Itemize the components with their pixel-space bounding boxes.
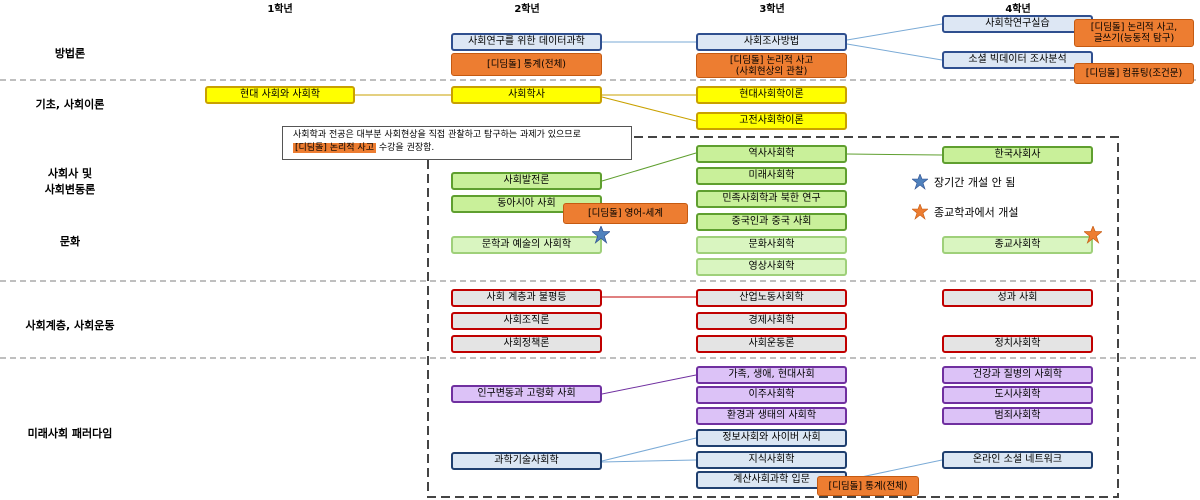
note-line-2: [디딤돌] 논리적 사고 수강을 권장함. (293, 142, 621, 155)
blue-star-icon (592, 226, 610, 244)
course-sociology-history[interactable]: 사회학사 (451, 86, 602, 104)
course-online-network[interactable]: 온라인 소셜 네트워크 (942, 451, 1093, 469)
category-theory: 기초, 사회이론 (35, 98, 105, 111)
course-policy[interactable]: 사회정책론 (451, 335, 602, 353)
course-visual[interactable]: 영상사회학 (696, 258, 847, 276)
course-urban[interactable]: 도시사회학 (942, 386, 1093, 404)
blue-star-icon (912, 174, 928, 190)
category-history: 사회사 및 사회변동론 (44, 167, 96, 196)
course-migration[interactable]: 이주사회학 (696, 386, 847, 404)
course-family[interactable]: 가족, 생애, 현대사회 (696, 366, 847, 384)
course-environment[interactable]: 환경과 생태의 사회학 (696, 407, 847, 425)
course-data-science[interactable]: 사회연구를 위한 데이터과학 (451, 33, 602, 51)
course-development[interactable]: 사회발전론 (451, 172, 602, 190)
year-2-header: 2학년 (514, 4, 540, 15)
course-industrial-labor[interactable]: 산업노동사회학 (696, 289, 847, 307)
course-knowledge[interactable]: 지식사회학 (696, 451, 847, 469)
course-research-practice[interactable]: 사회학연구실습 (942, 15, 1093, 33)
course-gender[interactable]: 성과 사회 (942, 289, 1093, 307)
course-economic[interactable]: 경제사회학 (696, 312, 847, 330)
legend-not-offered: 장기간 개설 안 됨 (912, 172, 1015, 192)
course-modern-society[interactable]: 현대 사회와 사회학 (205, 86, 355, 104)
digdeul-logic-social[interactable]: [디딤돌] 논리적 사고 (사회현상의 관찰) (696, 53, 847, 78)
digdeul-logic-writing-line1: [디딤돌] 논리적 사고, (1090, 22, 1178, 33)
recommendation-note: 사회학과 전공은 대부분 사회현상을 직접 관찰하고 탐구하는 과제가 있으므로… (282, 126, 632, 160)
course-future[interactable]: 미래사회학 (696, 167, 847, 185)
course-information[interactable]: 정보사회와 사이버 사회 (696, 429, 847, 447)
course-organization[interactable]: 사회조직론 (451, 312, 602, 330)
course-china[interactable]: 중국인과 중국 사회 (696, 213, 847, 231)
digdeul-logic-writing-line2: 글쓰기(능동적 탐구) (1093, 33, 1175, 44)
digdeul-english[interactable]: [디딤돌] 영어-세계 (563, 203, 688, 224)
course-computational[interactable]: 계산사회과학 입문 (696, 471, 847, 489)
digdeul-computing[interactable]: [디딤돌] 컴퓨팅(조건문) (1074, 63, 1194, 84)
note-line-1: 사회학과 전공은 대부분 사회현상을 직접 관찰하고 탐구하는 과제가 있으므로 (293, 130, 581, 140)
line-population-family (601, 374, 697, 395)
year-1-header: 1학년 (267, 4, 293, 15)
category-culture: 문화 (59, 235, 81, 248)
category-methodology: 방법론 (54, 47, 86, 60)
line-technology-information (601, 437, 697, 462)
digdeul-logic-writing[interactable]: [디딤돌] 논리적 사고, 글쓰기(능동적 탐구) (1074, 19, 1194, 47)
course-korean-society[interactable]: 한국사회사 (942, 146, 1093, 164)
course-stratification[interactable]: 사회 계층과 불평등 (451, 289, 602, 307)
category-stratification: 사회계층, 사회운동 (25, 319, 115, 332)
course-crime[interactable]: 범죄사회학 (942, 407, 1093, 425)
digdeul-statistics-2[interactable]: [디딤돌] 통계(전체) (817, 476, 919, 496)
course-literature-art[interactable]: 문학과 예술의 사회학 (451, 236, 602, 254)
dashed-region (427, 136, 1119, 498)
course-social-bigdata[interactable]: 소셜 빅데이터 조사분석 (942, 51, 1093, 69)
digdeul-logic-social-line2: (사회현상의 관찰) (735, 65, 808, 77)
orange-star-icon (912, 204, 928, 220)
course-movement[interactable]: 사회운동론 (696, 335, 847, 353)
orange-star-icon (1084, 226, 1102, 244)
note-highlight: [디딤돌] 논리적 사고 (293, 143, 376, 153)
category-future: 미래사회 패러다임 (27, 427, 113, 440)
digdeul-statistics[interactable]: [디딤돌] 통계(전체) (451, 53, 602, 76)
year-4-header: 4학년 (1005, 4, 1031, 15)
course-nationalism[interactable]: 민족사회학과 북한 연구 (696, 190, 847, 208)
note-suffix: 수강을 권장함. (378, 143, 435, 153)
legend-religion-dept: 종교학과에서 개설 (912, 202, 1018, 222)
digdeul-statistics-text: [디딤돌] 통계(전체) (486, 59, 567, 70)
line-technology-knowledge (601, 459, 697, 463)
course-political[interactable]: 정치사회학 (942, 335, 1093, 353)
course-historical[interactable]: 역사사회학 (696, 145, 847, 163)
year-3-header: 3학년 (759, 4, 785, 15)
course-cultural[interactable]: 문화사회학 (696, 236, 847, 254)
line-survey-practice (846, 23, 943, 41)
legend-religion-dept-label: 종교학과에서 개설 (934, 206, 1019, 219)
course-religion[interactable]: 종교사회학 (942, 236, 1093, 254)
course-modern-theory[interactable]: 현대사회학이론 (696, 86, 847, 104)
course-technology[interactable]: 과학기술사회학 (451, 452, 602, 470)
digdeul-logic-social-line1: [디딤돌] 논리적 사고 (729, 54, 814, 66)
line-survey-bigdata (846, 43, 943, 61)
course-classical-theory[interactable]: 고전사회학이론 (696, 112, 847, 130)
legend-not-offered-label: 장기간 개설 안 됨 (934, 176, 1016, 189)
course-social-survey[interactable]: 사회조사방법 (696, 33, 847, 51)
course-population[interactable]: 인구변동과 고령화 사회 (451, 385, 602, 403)
digdeul-statistics-2-text: [디딤돌] 통계(전체) (828, 480, 908, 492)
digdeul-english-text: [디딤돌] 영어-세계 (587, 208, 664, 219)
line-development-historical (601, 152, 697, 182)
line-sociology-classical (601, 96, 697, 122)
line-historical-korean (846, 153, 943, 156)
course-health[interactable]: 건강과 질병의 사회학 (942, 366, 1093, 384)
digdeul-computing-text: [디딤돌] 컴퓨팅(조건문) (1085, 68, 1183, 79)
